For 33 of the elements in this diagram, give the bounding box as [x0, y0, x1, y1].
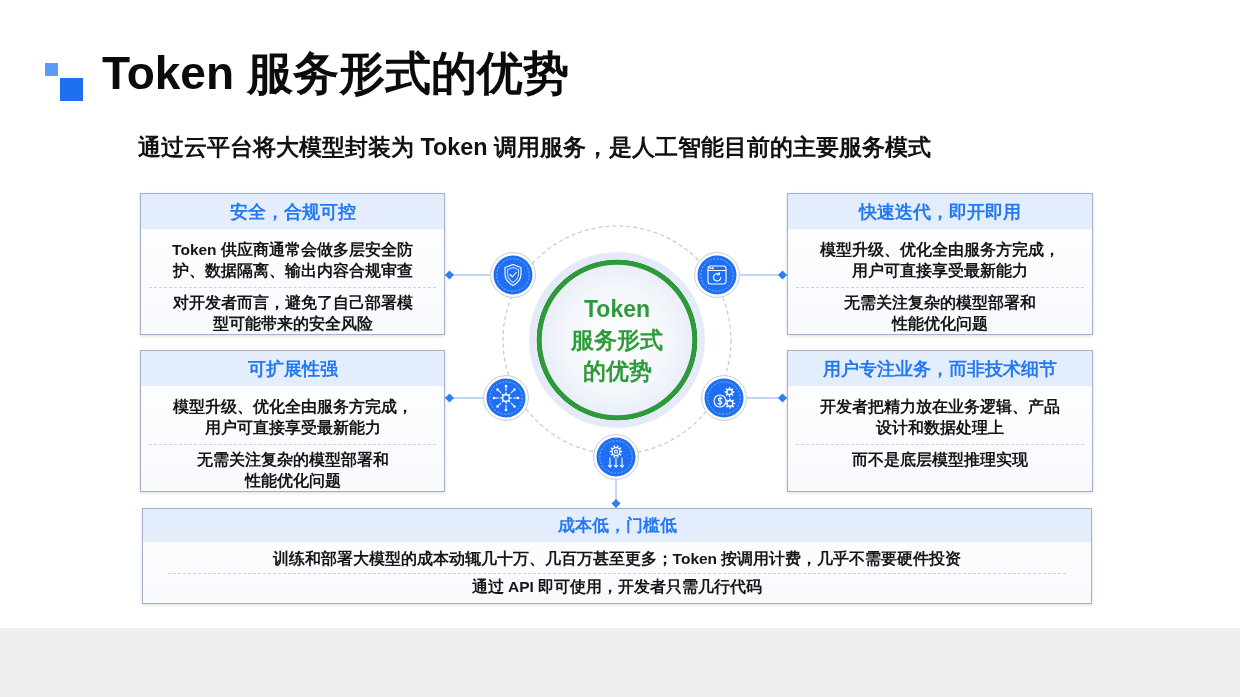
info-card	[787, 350, 1093, 492]
info-card	[787, 193, 1093, 335]
title: Token 服务形式的优势	[102, 46, 569, 101]
connector-line	[739, 270, 788, 280]
card-text: Token 供应商通常会做多层安全防护、数据隔离、输出内容合规审查	[171, 240, 414, 281]
card-heading: 用户专注业务，而非技术细节	[788, 351, 1092, 386]
coin-gears-icon	[701, 375, 747, 421]
gear-network-icon	[483, 375, 529, 421]
card-text: 模型升级、优化全由服务方完成，用户可直接享受最新能力	[172, 397, 413, 438]
card-text: 模型升级、优化全由服务方完成，用户可直接享受最新能力	[820, 240, 1060, 281]
gear-arrows-icon	[593, 434, 639, 480]
subtitle: 通过云平台将大模型封装为 Token 调用服务，是人工智能目前的主要服务模式	[138, 133, 932, 162]
info-card	[140, 350, 445, 492]
browser-window-icon	[694, 252, 740, 298]
card-heading: 成本低，门槛低	[143, 509, 1091, 542]
card-text: 通过 API 即可使用，开发者只需几行代码	[470, 577, 764, 597]
card-text: 无需关注复杂的模型部署和性能优化问题	[843, 293, 1037, 334]
connector-line	[444, 393, 484, 403]
card-text: 训练和部署大模型的成本动辄几十万、几百万甚至更多；Token 按调用计费，几乎不需要硬件投资	[271, 549, 963, 569]
connector-line	[746, 393, 788, 403]
info-card	[140, 193, 445, 335]
card-text: 无需关注复杂的模型部署和性能优化问题	[196, 450, 389, 491]
card-heading: 快速迭代，即开即用	[788, 194, 1092, 229]
card-text: 对开发者而言，避免了自己部署模型可能带来的安全风险	[172, 293, 413, 334]
card-text: 开发者把精力放在业务逻辑、产品设计和数据处理上	[820, 397, 1060, 438]
connector-line	[611, 479, 621, 509]
connector-line	[444, 270, 491, 280]
info-card	[142, 508, 1092, 604]
card-text: 而不是底层模型推理实现	[851, 450, 1029, 470]
card-heading: 安全，合规可控	[141, 194, 444, 229]
card-heading: 可扩展性强	[141, 351, 444, 386]
shield-icon	[490, 252, 536, 298]
center-circle: Token 服务形式的优势	[529, 252, 705, 428]
